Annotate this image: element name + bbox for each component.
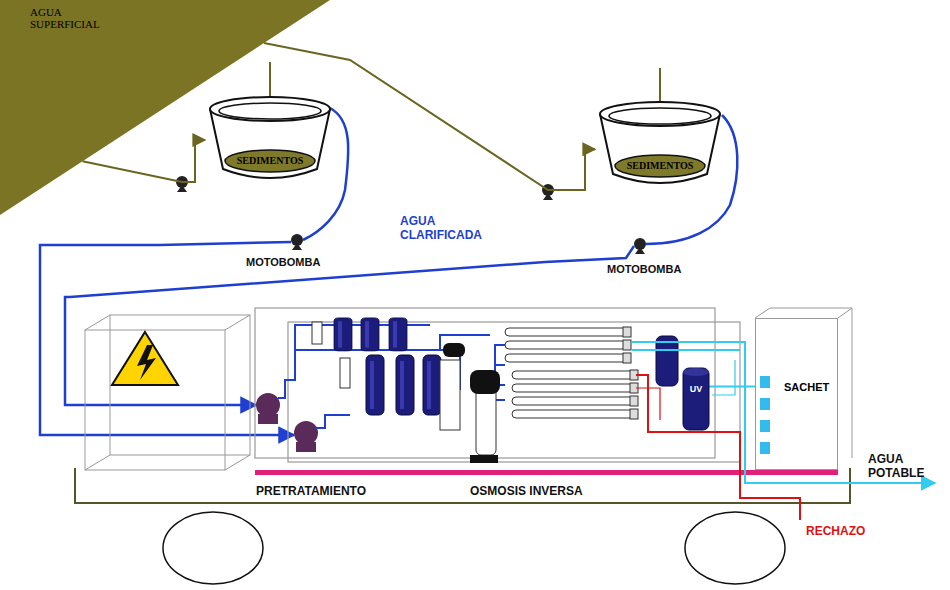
base-bar — [255, 470, 838, 475]
sachet-box: SACHET — [755, 318, 838, 470]
pipe-connector — [709, 386, 755, 388]
ro-membrane — [505, 327, 638, 419]
pump-symbol — [291, 234, 303, 250]
settling-tank-outline — [595, 100, 725, 185]
pump-symbol — [634, 238, 646, 254]
potable-water-pipe — [712, 360, 735, 395]
high-pressure-pump — [470, 370, 500, 394]
output-label: AGUA POTABLE — [868, 452, 946, 480]
node-text: SEDIMENTOS — [237, 155, 304, 167]
settling-tank-outline — [205, 95, 335, 180]
warning-sign — [112, 332, 178, 385]
lightning-bolt — [137, 345, 156, 380]
filter-cap — [443, 343, 465, 357]
equipment-cabinet — [255, 308, 740, 462]
sachet-pack — [760, 376, 770, 454]
filter-housing — [423, 355, 441, 415]
wheel — [685, 512, 785, 584]
filter-housing — [389, 318, 407, 351]
truck-chassis — [75, 468, 850, 503]
pump-symbol — [294, 421, 318, 445]
flow-label: AGUA CLARIFICADA — [400, 214, 510, 242]
cartridge-filter — [340, 358, 350, 388]
pump-base — [470, 455, 498, 463]
section-label: PRETRATAMIENTO — [256, 484, 366, 498]
pump-label: MOTOBOMBA — [246, 255, 320, 269]
reject-pipe — [636, 388, 660, 420]
node-text: SACHET — [784, 381, 829, 394]
uv-lamp: UV — [683, 368, 709, 430]
filter-housing — [334, 318, 352, 351]
pump-symbol — [256, 393, 280, 417]
pump-symbol — [258, 414, 278, 424]
potable-water-pipe — [632, 349, 740, 351]
settling-tank: SEDIMENTOS — [595, 100, 725, 185]
output-label: RECHAZO — [806, 524, 865, 538]
wheel — [163, 512, 263, 584]
node-text: AGUA SUPERFICIAL — [30, 6, 120, 30]
pump-label: MOTOBOMBA — [607, 262, 681, 276]
settling-tank: SEDIMENTOS — [205, 95, 335, 180]
cartridge-filter — [312, 322, 322, 344]
node-text: SEDIMENTOS — [627, 160, 694, 172]
clarified-water-pipe — [40, 108, 737, 435]
storage-filter — [656, 336, 678, 386]
carbon-filter — [440, 360, 460, 430]
electrical-box — [85, 315, 250, 470]
filter-housing — [361, 318, 379, 351]
pump-symbol — [296, 442, 316, 452]
filter-housing — [366, 355, 384, 415]
pump-symbol — [176, 176, 188, 192]
filter-housing — [396, 355, 414, 415]
reject-pipe — [636, 375, 800, 520]
section-label: OSMOSIS INVERSA — [470, 484, 583, 498]
node-text: UV — [690, 384, 703, 395]
uv-lamp-outline — [683, 368, 709, 430]
sachet-box-outline — [756, 319, 839, 471]
